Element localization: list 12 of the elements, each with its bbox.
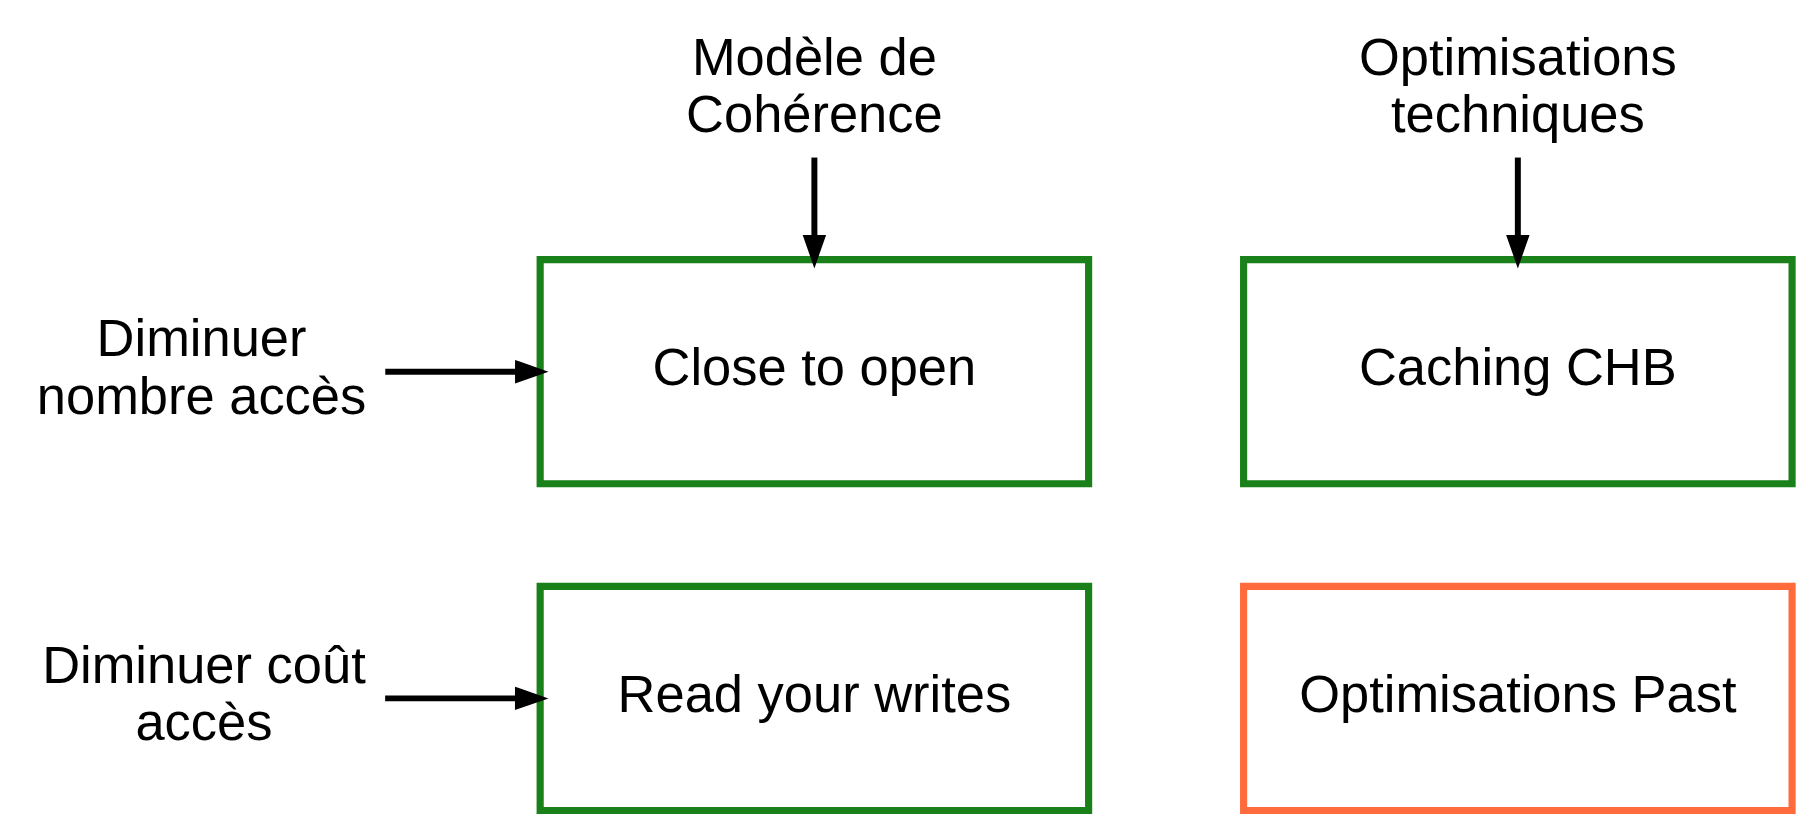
node-box: Read your writes xyxy=(536,582,1093,814)
node-box: Caching CHB xyxy=(1240,255,1796,487)
node-text: Modèle de Cohérence xyxy=(686,27,943,143)
node-text: Diminuer nombre accès xyxy=(36,308,367,425)
arrow xyxy=(802,157,827,268)
arrow xyxy=(385,359,549,383)
node-box: Close to open xyxy=(536,255,1093,487)
node-box: Optimisations Past xyxy=(1240,582,1796,814)
node-text: Optimisations techniques xyxy=(1358,27,1677,143)
node-text: Diminuer coût accès xyxy=(42,635,366,751)
arrow xyxy=(385,686,549,710)
arrow xyxy=(1506,157,1530,268)
